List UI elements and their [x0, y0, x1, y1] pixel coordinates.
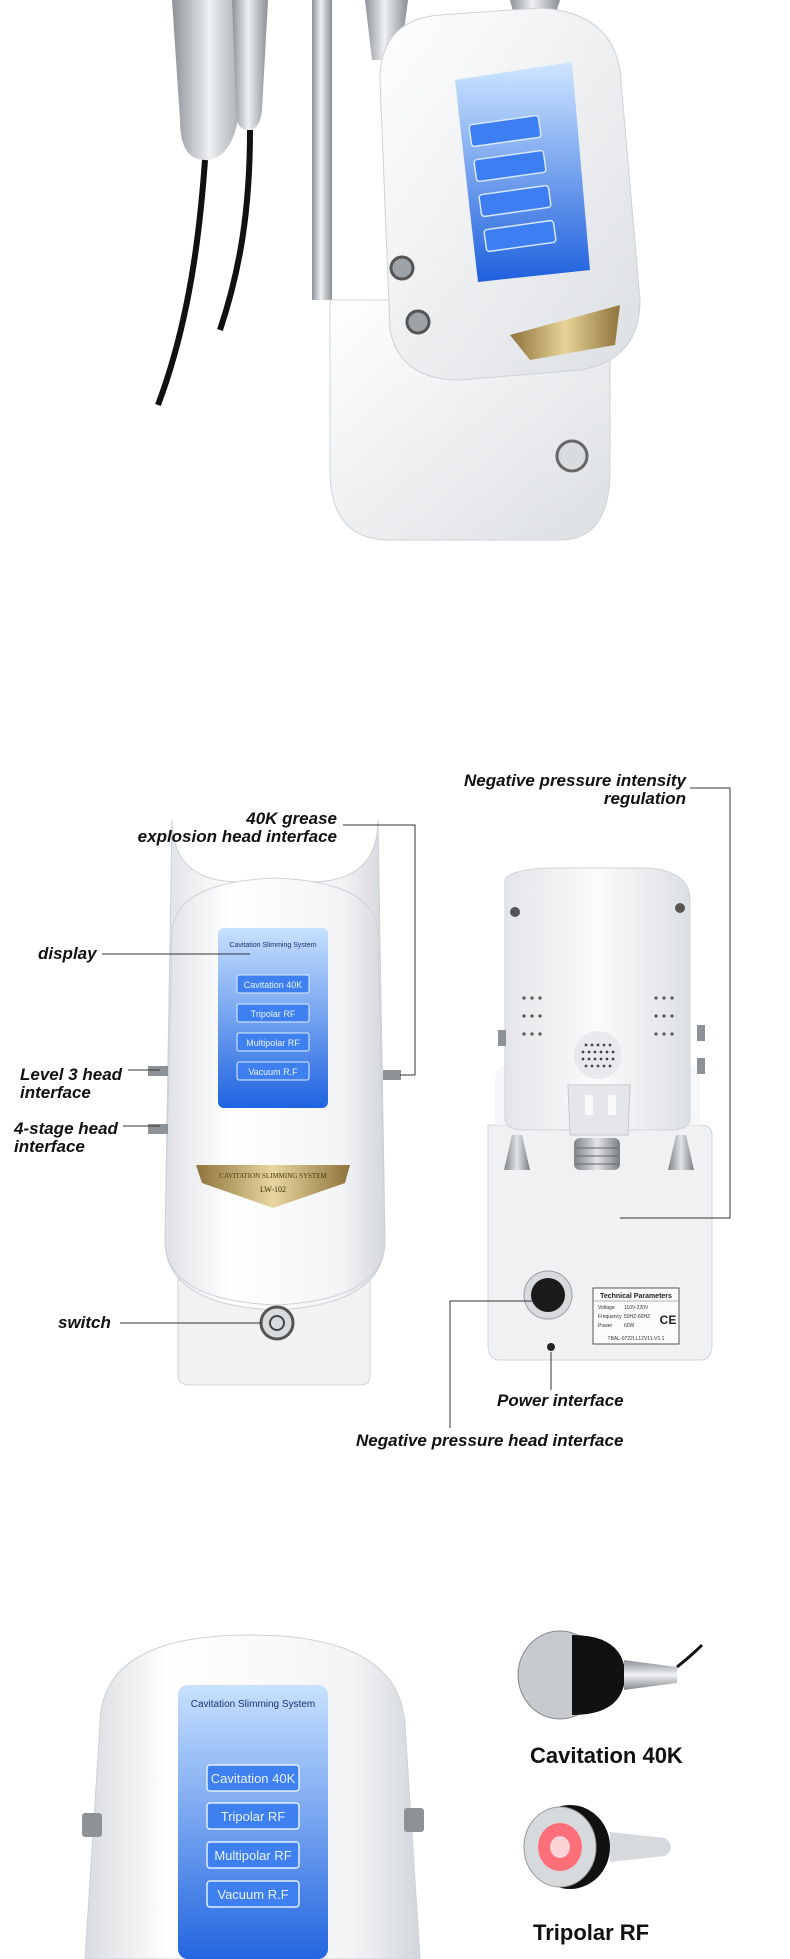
svg-text:Cavitation 40K: Cavitation 40K [244, 980, 303, 990]
port-icon [148, 1066, 168, 1076]
label-grease-head-interface: 40K grease explosion head interface [137, 809, 337, 846]
svg-text:Multipolar RF: Multipolar RF [214, 1848, 291, 1863]
screen-button: Multipolar RF [236, 1032, 310, 1052]
brand-badge [510, 305, 620, 360]
label-switch: switch [58, 1313, 111, 1332]
label-negative-pressure-regulation: Negative pressure intensity regulation [463, 771, 686, 808]
svg-text:Vacuum R.F: Vacuum R.F [248, 1067, 298, 1077]
screen-button: Vacuum R.F [236, 1061, 310, 1081]
port-icon [383, 1070, 401, 1080]
vacuum-port-icon [531, 1278, 565, 1312]
label-4stage-interface: 4-stage head interface [14, 1119, 118, 1156]
power-switch-icon [555, 439, 589, 473]
head-socket [504, 1135, 530, 1170]
stand-pole [312, 0, 332, 300]
speaker-grille [574, 1031, 622, 1079]
device-back-view: Technical Parameters Voltage 110V-220V F… [487, 867, 713, 1361]
svg-text:Multipolar RF: Multipolar RF [246, 1038, 300, 1048]
svg-text:Cavitation 40K: Cavitation 40K [211, 1771, 296, 1786]
handpiece-left [155, 0, 268, 407]
rating-plate: Technical Parameters Voltage 110V-220V F… [592, 1287, 680, 1345]
device-front-view: Cavitation Slimming System Cavitation 40… [148, 819, 401, 1386]
svg-text:LW-102: LW-102 [260, 1185, 286, 1194]
svg-text:Technical Parameters: Technical Parameters [600, 1293, 672, 1300]
label-negative-pressure-head: Negative pressure head interface [356, 1431, 624, 1450]
port-icon [404, 1808, 424, 1832]
annotated-diagram: Cavitation Slimming System Cavitation 40… [0, 740, 790, 1460]
label-power-interface: Power interface [497, 1391, 624, 1410]
leader-lines [102, 787, 731, 1428]
head-socket [668, 1135, 694, 1170]
svg-text:60W: 60W [624, 1323, 635, 1329]
svg-text:CAVITATION SLIMMING SYSTEM: CAVITATION SLIMMING SYSTEM [219, 1172, 327, 1180]
svg-text:TBAL-0722LL12V11-V1.1: TBAL-0722LL12V11-V1.1 [608, 1336, 665, 1342]
svg-text:Power: Power [598, 1323, 613, 1329]
screen-button: Cavitation 40K [206, 1764, 300, 1792]
svg-text:110V-220V: 110V-220V [624, 1305, 649, 1311]
screen-button: Cavitation 40K [236, 974, 310, 994]
svg-text:50HZ-60HZ: 50HZ-60HZ [624, 1314, 650, 1320]
screen-title: Cavitation Slimming System [229, 942, 316, 949]
port-icon [148, 1124, 168, 1134]
svg-text:Frequency: Frequency [598, 1314, 622, 1320]
brand-badge: CAVITATION SLIMMING SYSTEM LW-102 [196, 1165, 350, 1208]
tripolar-handpiece [515, 1792, 685, 1902]
cavitation-handpiece [512, 1605, 712, 1735]
port-icon [389, 255, 415, 281]
screen-button: Tripolar RF [236, 1003, 310, 1023]
svg-text:Vacuum R.F: Vacuum R.F [217, 1887, 288, 1902]
svg-text:Tripolar RF: Tripolar RF [221, 1809, 286, 1824]
svg-text:CE: CE [660, 1313, 677, 1327]
product-label-tripolar: Tripolar RF [533, 1920, 650, 1945]
power-socket-icon [547, 1343, 555, 1351]
svg-text:Voltage: Voltage [598, 1305, 615, 1311]
label-display: display [38, 944, 97, 963]
svg-text:Tripolar RF: Tripolar RF [251, 1009, 296, 1019]
intensity-knob [574, 1138, 620, 1170]
port-icon [82, 1813, 102, 1837]
product-label-cavitation: Cavitation 40K [530, 1743, 683, 1768]
screen-button: Vacuum R.F [206, 1880, 300, 1908]
top-product-photo [0, 0, 790, 560]
port-icon [405, 309, 431, 335]
device-closeup: Cavitation Slimming System Cavitation 40… [0, 1615, 500, 1959]
label-level3-interface: Level 3 head interface [20, 1065, 123, 1102]
screen-button: Multipolar RF [206, 1841, 300, 1869]
power-switch-icon [259, 1305, 295, 1341]
screen-title: Cavitation Slimming System [191, 1699, 315, 1710]
screen-button: Tripolar RF [206, 1802, 300, 1830]
